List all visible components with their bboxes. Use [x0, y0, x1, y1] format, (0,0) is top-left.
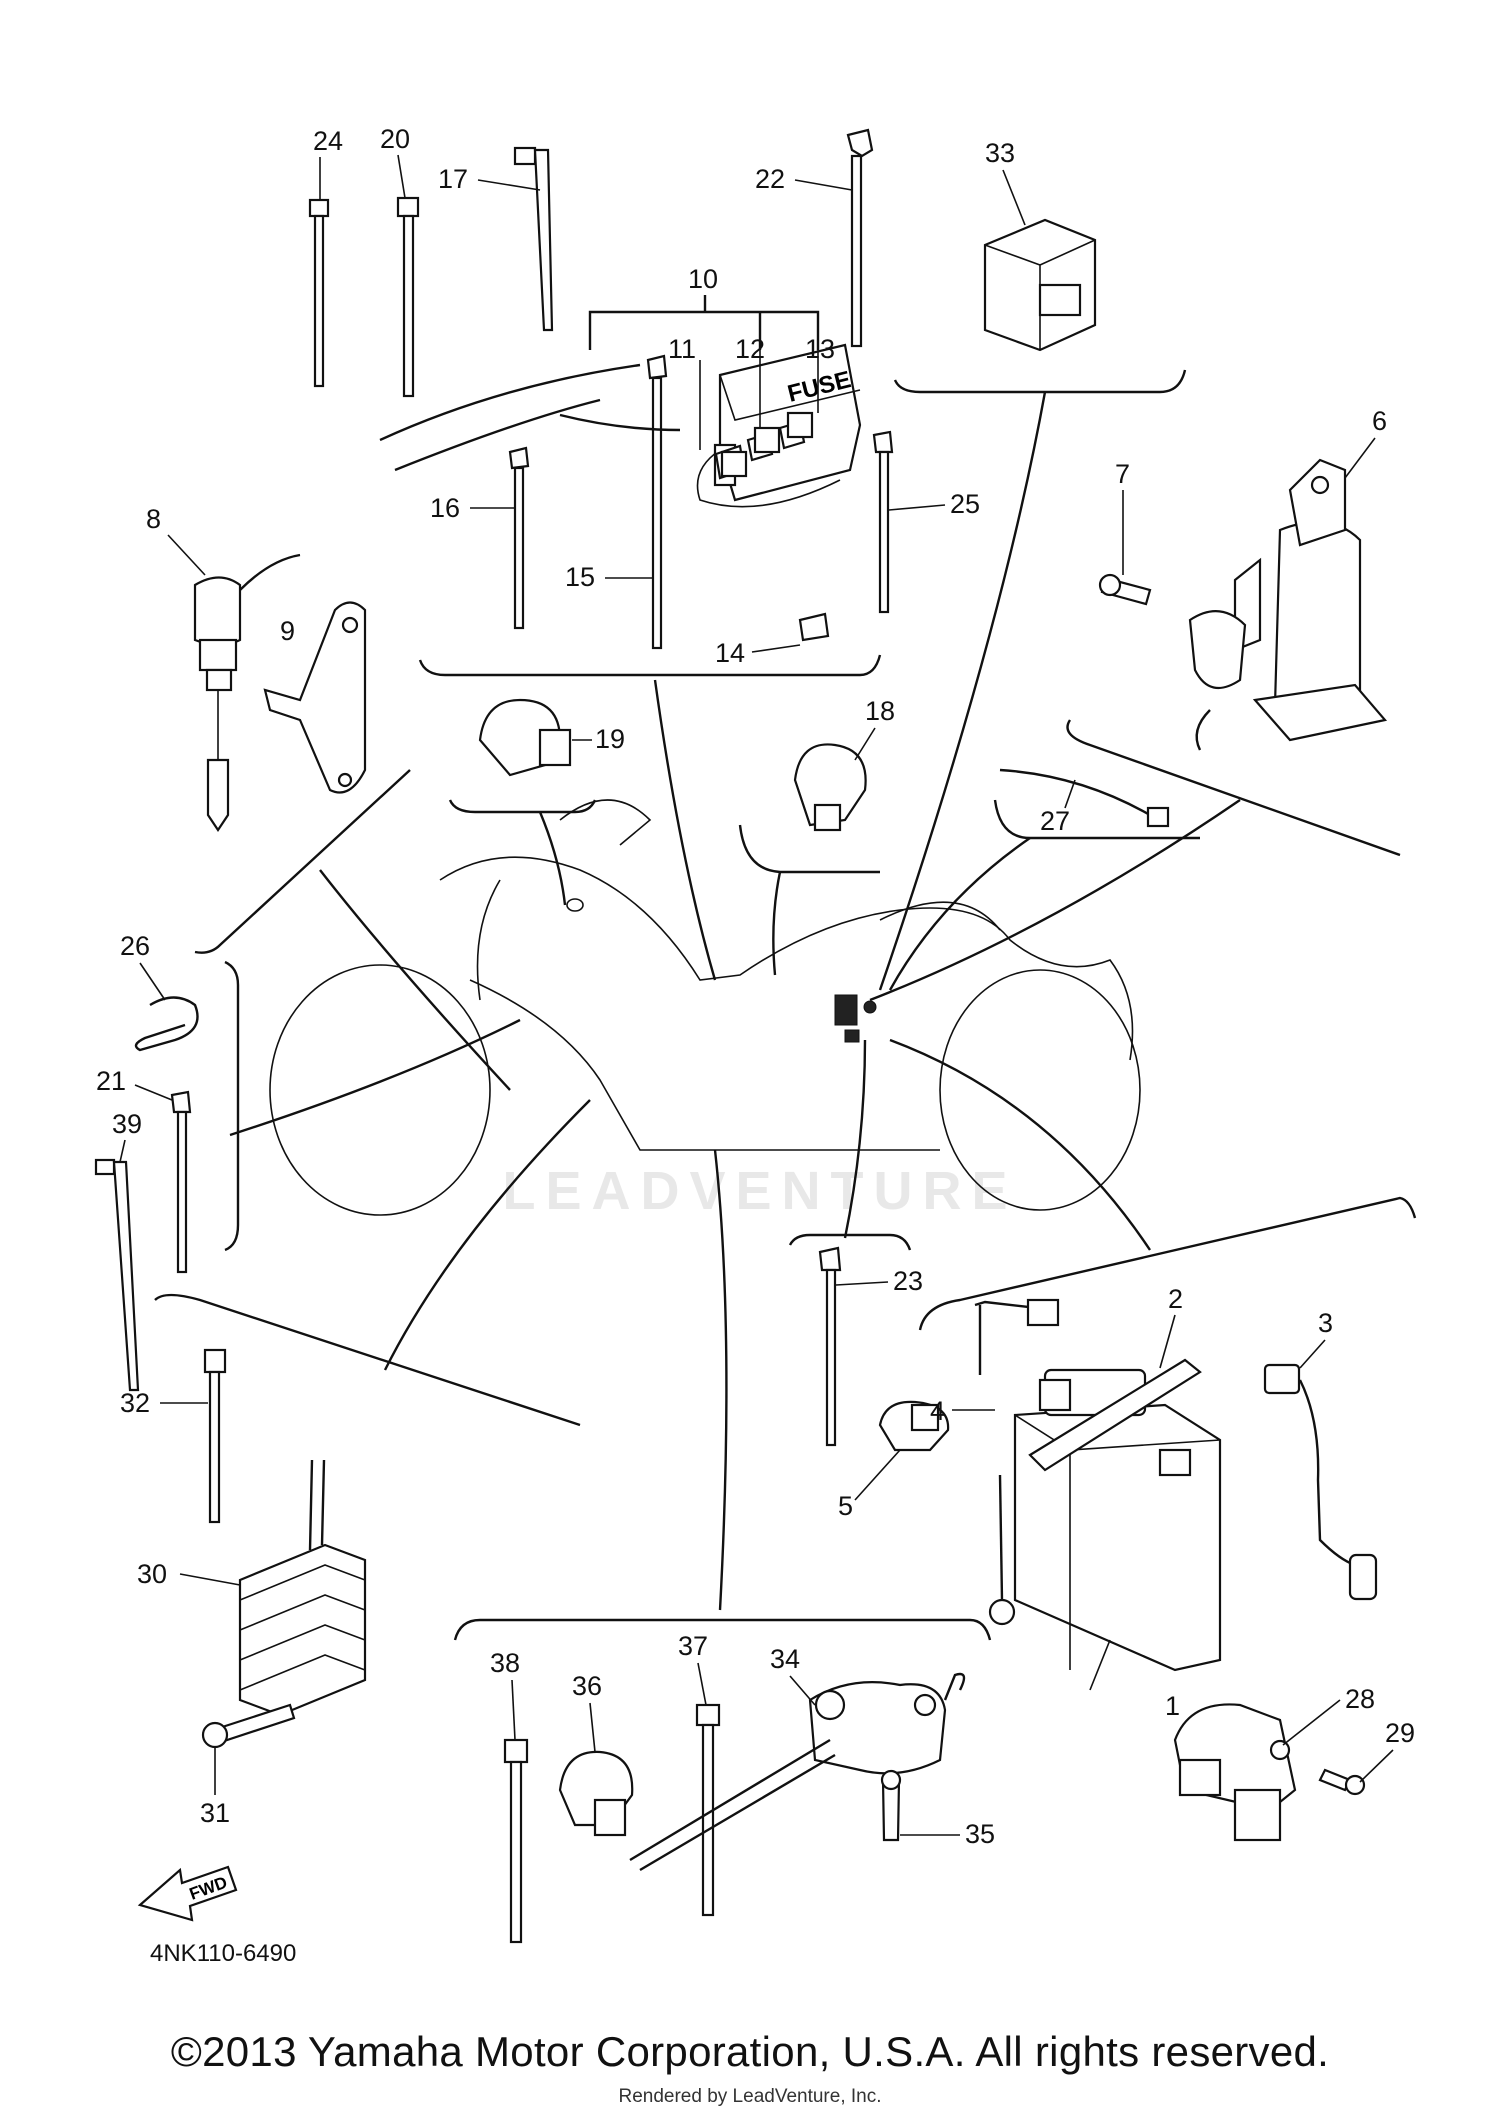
group-brackets — [154, 295, 1417, 1641]
part-label-11: 11 — [668, 334, 696, 364]
cable-tie-23 — [818, 1246, 842, 1447]
part-label-6: 6 — [1372, 406, 1387, 436]
cable-tie-24 — [308, 198, 330, 388]
cable-tie-16 — [508, 446, 530, 630]
cable-tie-17 — [513, 146, 554, 332]
part-label-38: 38 — [490, 1648, 520, 1678]
motorcycle-outline — [269, 799, 1141, 1216]
part-label-22: 22 — [755, 164, 785, 194]
cable-tie-25 — [872, 430, 894, 614]
part-label-18: 18 — [865, 696, 895, 726]
part-label-15: 15 — [565, 562, 595, 592]
cable-tie-27 — [999, 768, 1170, 828]
bracket-9 — [263, 601, 367, 794]
sensor-34 — [629, 1672, 966, 1872]
part-label-16: 16 — [430, 493, 460, 523]
part-label-25: 25 — [950, 489, 980, 519]
cable-tie-22 — [846, 128, 874, 348]
part-label-31: 31 — [200, 1798, 230, 1828]
part-label-19: 19 — [595, 724, 625, 754]
catalog-number: 4NK110-6490 — [150, 1940, 297, 1967]
cable-tie-15 — [646, 354, 668, 650]
battery-cable-3 — [1263, 1363, 1378, 1601]
part-label-34: 34 — [770, 1644, 800, 1674]
clamp-19 — [478, 698, 572, 777]
watermark: LEADVENTURE — [502, 1161, 1018, 1221]
part-label-32: 32 — [120, 1388, 150, 1418]
cable-tie-20 — [396, 196, 420, 398]
cable-tie-39 — [94, 1158, 140, 1392]
ignition-switch-6 — [1098, 458, 1388, 751]
part-label-21: 21 — [96, 1066, 126, 1096]
relay-28 — [1173, 1703, 1366, 1842]
part-label-20: 20 — [380, 124, 410, 154]
part-label-17: 17 — [438, 164, 468, 194]
part-label-7: 7 — [1115, 459, 1130, 489]
clamp-18 — [793, 743, 867, 832]
part-label-35: 35 — [965, 1819, 995, 1849]
part-label-29: 29 — [1385, 1718, 1415, 1748]
fwd-arrow-icon: FWD — [137, 1865, 238, 1922]
part-number-labels: 1 2 3 4 5 6 7 8 9 10 11 12 13 14 15 16 1… — [96, 124, 1415, 1849]
fuses-11-13 — [699, 350, 819, 478]
part-label-24: 24 — [313, 126, 343, 156]
rendered-by-text: Rendered by LeadVenture, Inc. — [618, 2086, 882, 2107]
part-label-2: 2 — [1168, 1284, 1183, 1314]
relay-33 — [983, 218, 1097, 352]
part-label-4: 4 — [930, 1396, 945, 1426]
clamp-5 — [878, 1400, 950, 1452]
clamp-36 — [558, 1750, 634, 1837]
battery-strap-2 — [1028, 1358, 1202, 1472]
part-label-8: 8 — [146, 504, 161, 534]
part-label-30: 30 — [137, 1559, 167, 1589]
battery-1 — [1013, 1368, 1222, 1672]
part-label-23: 23 — [893, 1266, 923, 1296]
cable-tie-32 — [203, 1348, 227, 1524]
part-label-27: 27 — [1040, 806, 1070, 836]
part-label-10: 10 — [688, 264, 718, 294]
part-label-1: 1 — [1165, 1691, 1180, 1721]
part-label-36: 36 — [572, 1671, 602, 1701]
part-label-39: 39 — [112, 1109, 142, 1139]
part-label-5: 5 — [838, 1491, 853, 1521]
cable-tie-21 — [170, 1090, 192, 1274]
battery-cable-4 — [974, 1298, 1060, 1626]
part-label-14: 14 — [715, 638, 745, 668]
part-label-26: 26 — [120, 931, 150, 961]
part-label-13: 13 — [805, 334, 835, 364]
part-label-37: 37 — [678, 1631, 708, 1661]
part-label-28: 28 — [1345, 1684, 1375, 1714]
cable-ties — [94, 128, 1170, 1944]
clip-26 — [134, 996, 199, 1052]
part-label-9: 9 — [280, 616, 295, 646]
part-label-3: 3 — [1318, 1308, 1333, 1338]
switch-8 — [193, 553, 301, 832]
leader-lines — [229, 391, 1241, 1611]
part-label-33: 33 — [985, 138, 1015, 168]
rectifier-30 — [201, 1459, 367, 1749]
cable-tie-37 — [695, 1703, 721, 1917]
cable-tie-38 — [503, 1738, 529, 1944]
part-label-12: 12 — [735, 334, 765, 364]
copyright-text: ©2013 Yamaha Motor Corporation, U.S.A. A… — [170, 2028, 1330, 2075]
